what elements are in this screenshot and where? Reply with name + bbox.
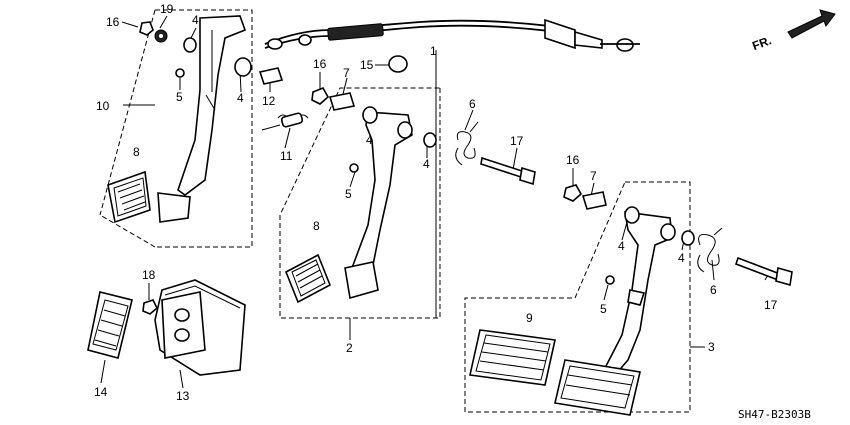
return-spring-6-upper xyxy=(455,121,479,166)
cap-15 xyxy=(388,55,408,73)
front-direction-arrow xyxy=(787,9,836,39)
clutch-pedal-group-box xyxy=(155,9,253,248)
callout-16: 16 xyxy=(566,153,580,167)
callout-4: 4 xyxy=(618,239,625,253)
return-spring-6-lower xyxy=(697,227,723,273)
callout-8: 8 xyxy=(313,219,320,233)
callout-4: 4 xyxy=(237,91,244,105)
callout-6: 6 xyxy=(710,283,717,297)
callout-4: 4 xyxy=(678,251,685,265)
callout-9: 9 xyxy=(526,311,533,325)
pedal-pad-large xyxy=(554,359,641,416)
collar-7-right xyxy=(581,191,607,210)
brake-pedal-arm xyxy=(344,106,437,300)
nut-16-middle xyxy=(311,86,330,105)
nut-16-washer-19 xyxy=(139,21,168,43)
brake-pedal-group-box xyxy=(279,87,441,319)
bolt-17-lower xyxy=(734,256,793,287)
callout-3: 3 xyxy=(708,340,715,354)
callout-11: 11 xyxy=(280,149,293,163)
callout-5: 5 xyxy=(600,302,607,316)
callout-17: 17 xyxy=(764,298,778,312)
callout-2: 2 xyxy=(346,341,353,355)
pedal-pad-brake xyxy=(284,253,332,304)
clutch-cable xyxy=(264,18,640,52)
callout-6: 6 xyxy=(469,97,476,111)
callout-4: 4 xyxy=(423,157,430,171)
callout-12: 12 xyxy=(262,94,276,108)
callout-5: 5 xyxy=(345,187,352,201)
callout-15: 15 xyxy=(360,58,374,72)
diagram-code: SH47-B2303B xyxy=(738,408,811,421)
spring-11 xyxy=(261,112,309,131)
callout-8: 8 xyxy=(133,145,140,159)
nut-18 xyxy=(142,299,158,315)
callout-10: 10 xyxy=(96,99,110,113)
callout-7: 7 xyxy=(343,66,350,80)
callout-16: 16 xyxy=(313,57,327,71)
callout-4: 4 xyxy=(192,13,199,27)
front-direction-label: FR. xyxy=(750,33,773,53)
callout-16: 16 xyxy=(106,15,120,29)
foot-rest-13 xyxy=(154,279,246,376)
callout-19: 19 xyxy=(160,2,174,16)
callout-17: 17 xyxy=(510,134,524,148)
callout-13: 13 xyxy=(176,389,190,403)
collar-7-middle xyxy=(328,92,356,111)
clutch-pedal-group-box-side xyxy=(99,9,156,248)
callout-14: 14 xyxy=(94,385,108,399)
callout-1: 1 xyxy=(430,44,437,58)
bushing-12 xyxy=(258,67,284,85)
callout-18: 18 xyxy=(142,268,156,282)
callout-7: 7 xyxy=(590,169,597,183)
auto-brake-pedal-arm xyxy=(603,206,695,377)
bolt-17-upper xyxy=(480,156,536,186)
callout-5: 5 xyxy=(176,90,183,104)
nut-16-right xyxy=(563,184,583,202)
pedal-pad-clutch xyxy=(107,170,151,224)
foot-rest-pad-14 xyxy=(87,291,133,359)
pedal-pad-9 xyxy=(469,329,556,386)
clutch-pedal-arm xyxy=(157,15,252,223)
auto-brake-pedal-group-box xyxy=(464,181,691,413)
callout-4: 4 xyxy=(366,133,373,147)
